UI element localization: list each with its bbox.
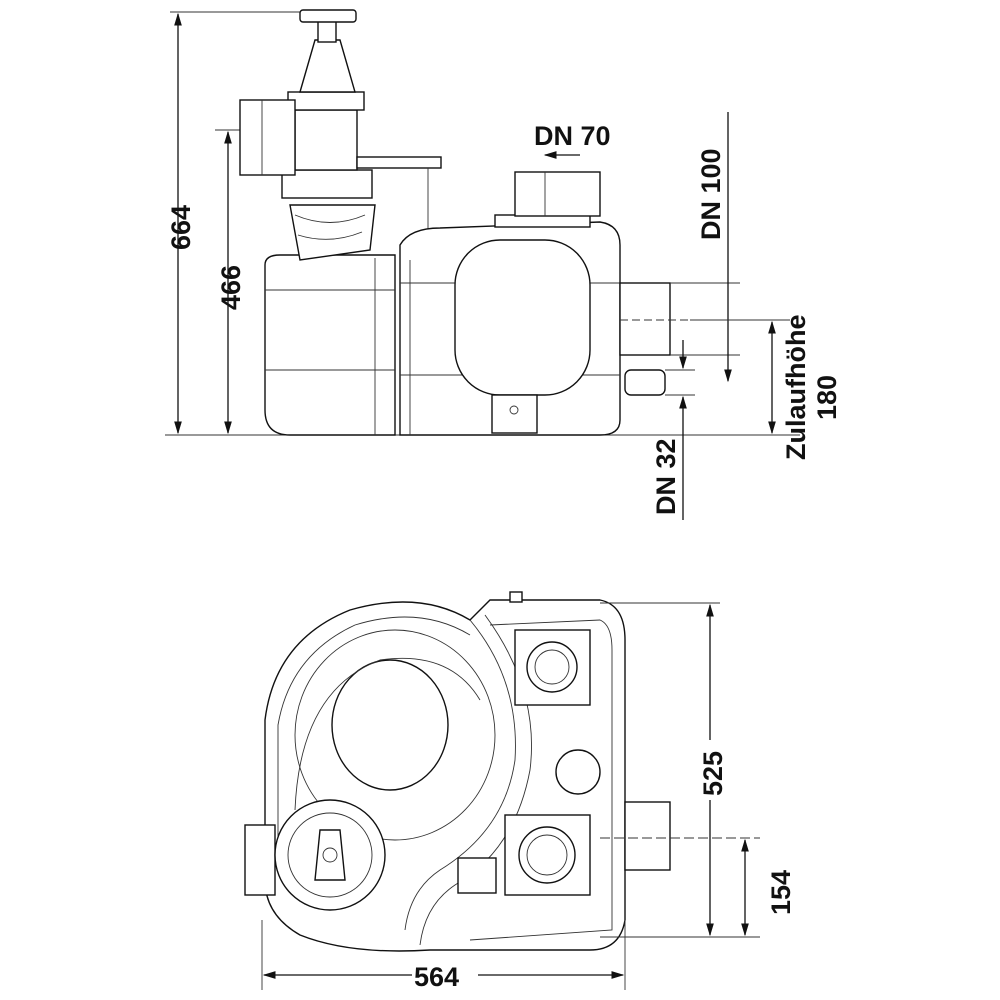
- dimension-564-label: 564: [414, 962, 459, 992]
- top-view: 525 154 564: [244, 591, 796, 992]
- dn32-opening: [555, 749, 601, 795]
- side-view: DN 70 DN 100 Zulaufhöhe 180 DN 32 664 46…: [165, 9, 842, 520]
- inlet-height-label: Zulaufhöhe: [781, 315, 811, 460]
- dn70-label: DN 70: [534, 121, 611, 151]
- outlet-pipe: [239, 99, 296, 176]
- dimension-154-label: 154: [766, 870, 796, 915]
- valve-handwheel: [299, 9, 357, 23]
- left-tank: [264, 254, 396, 436]
- dimension-466-label: 466: [216, 265, 246, 310]
- dn100-label: DN 100: [696, 148, 726, 240]
- inspection-cover: [454, 239, 591, 396]
- inlet-pipe-top: [624, 801, 671, 871]
- dn32-connection: [624, 369, 666, 396]
- dn32-label: DN 32: [651, 438, 681, 515]
- dn100-inlet: [619, 282, 671, 356]
- valve-flange: [281, 169, 373, 199]
- dimension-525-label: 525: [698, 751, 728, 796]
- dimension-664-label: 664: [166, 205, 196, 250]
- tank-opening: [331, 659, 449, 791]
- valve-body: [289, 204, 376, 261]
- inlet-height-value: 180: [812, 375, 842, 420]
- platform: [356, 156, 442, 169]
- dn70-connection: [514, 171, 601, 217]
- side-pipe: [244, 824, 276, 896]
